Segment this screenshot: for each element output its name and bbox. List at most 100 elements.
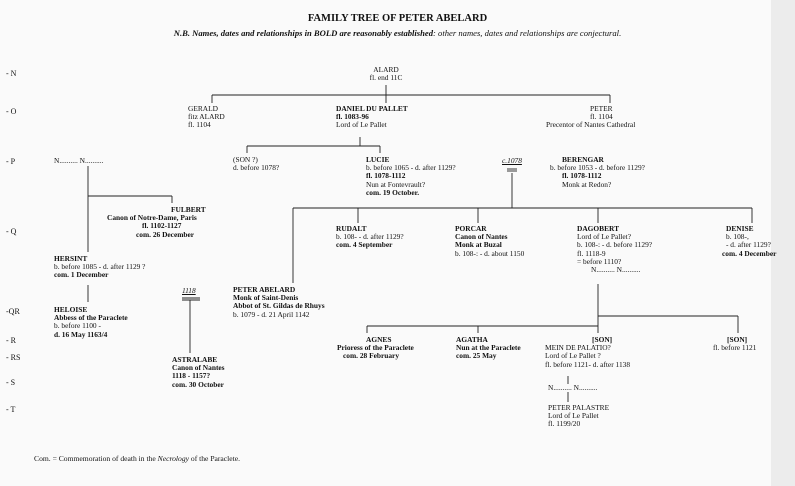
detail: b. before 1053 - d. before 1129? [550,163,645,173]
detail: com. 1 December [54,270,109,280]
person-astralabe: ASTRALABE Canon of Nantes 1118 - 1157? c… [172,355,225,389]
person-heloise: HELOISE Abbess of the Paraclete b. befor… [54,305,128,339]
gen-label-t: - T [6,405,16,414]
name: AGATHA [456,335,488,344]
detail: fl. 1078-1112 [562,171,602,181]
name: FULBERT [171,205,206,214]
detail: b. before 1085 - d. after 1129 ? [54,262,146,272]
person-daniel: DANIEL DU PALLET fl. 1083-96 Lord of Le … [336,104,408,130]
detail: Canon of Nantes [455,232,508,242]
detail: b. 108-, [726,232,749,242]
marriage-date-1118: 1118 [182,286,196,295]
person-peter-precentor: PETER fl. 1104 Precentor of Nantes Cathe… [546,104,636,130]
detail: = before 1110? [577,256,622,266]
name: DANIEL DU PALLET [336,104,408,113]
gen-label-n: - N [6,69,17,78]
person-berengar: BERENGAR b. before 1053 - d. before 1129… [550,155,645,189]
detail: Monk at Buzal [455,240,502,250]
person-fulbert: FULBERT Canon of Notre-Dame, Paris fl. 1… [107,205,206,239]
gen-label-rs: - RS [6,353,21,362]
detail: d. 16 May 1163/4 [54,329,108,339]
detail: b. 1079 - d. 21 April 1142 [233,309,310,319]
name: PETER ABELARD [233,285,296,294]
detail: Canon of Notre-Dame, Paris [107,213,197,223]
detail: b. before 1100 - [54,321,101,331]
person-alard: ALARD fl. end 11C [369,65,403,83]
footnote-suffix: of the Paraclete. [189,454,241,463]
person-peter-palastre: PETER PALASTRE Lord of Le Pallet fl. 119… [548,403,610,429]
gen-label-qr: -QR [6,307,20,316]
page-subtitle: N.B. Names, dates and relationships in B… [0,28,795,38]
detail: Lord of Le Pallet [548,411,599,421]
name: RUDALT [336,224,367,233]
detail: Lord of Le Pallet? [577,232,631,242]
detail: d. before 1078? [233,163,280,173]
person-agnes: AGNES Prioress of the Paraclete com. 28 … [337,335,414,361]
name: DENISE [726,224,754,233]
gen-label-q: - Q [6,227,17,236]
name: HELOISE [54,305,88,314]
person-rudalt: RUDALT b. 108- - d. after 1129? com. 4 S… [336,224,404,250]
name: [SON] [592,335,613,344]
person-gerald: GERALD fitz ALARD fl. 1104 [188,104,225,130]
detail: - d. after 1129? [726,240,771,250]
name: BERENGAR [562,155,604,164]
gen-label-o: - O [6,107,17,116]
detail: com. 4 September [336,240,393,250]
detail: Nun at Fontevrault? [366,179,426,189]
gen-label-p: - P [6,157,16,166]
detail: fl. end 11C [369,73,403,83]
person-agatha: AGATHA Nun at the Paraclete com. 25 May [456,335,521,361]
detail: b. before 1065 - d. after 1129? [366,163,456,173]
unknown-parents-bottom: N.......... N.......... [548,383,598,392]
detail: Lord of Le Pallet [336,120,387,130]
detail: Monk of Saint-Denis [233,293,299,303]
page-title: FAMILY TREE OF PETER ABELARD [307,13,488,24]
detail: N.......... N.......... [591,265,641,275]
detail: Prioress of the Paraclete [337,343,414,353]
detail: fl. 1104 [188,120,211,130]
name: PETER PALASTRE [548,403,610,412]
detail: Abbot of St. Gildas de Rhuys [233,301,325,311]
subtitle-rest: : other names, dates and relationships a… [433,28,622,38]
subtitle-bold: N.B. Names, dates and relationships in B… [173,28,434,38]
detail: fl. 1118-9 [577,248,606,258]
gen-label-s: - S [6,378,16,387]
detail: fl. before 1121 [713,343,757,353]
name: [SON] [727,335,748,344]
name: PORCAR [455,224,487,233]
name: LUCIE [366,155,390,164]
person-lucie: LUCIE b. before 1065 - d. after 1129? fl… [366,155,456,197]
detail: b. 108-: - d. before 1129? [577,240,653,250]
detail: fl. 1102-1127 [142,221,182,231]
person-son-mein: [SON] MEIN DE PALATIO? Lord of Le Pallet… [545,335,630,369]
detail: com. 28 February [343,351,400,361]
person-dagobert: DAGOBERT Lord of Le Pallet? b. 108-: - d… [577,224,653,275]
person-denise: DENISE b. 108-, - d. after 1129? com. 4 … [722,224,776,258]
detail: 1118 - 1157? [172,371,211,381]
detail: b. 108-: - d. about 1150 [455,248,525,258]
name: DAGOBERT [577,224,620,233]
name: PETER [590,104,613,113]
detail: Monk at Redon? [562,179,612,189]
person-hersint: HERSINT b. before 1085 - d. after 1129 ?… [54,254,146,280]
footnote-italic: Necrology [157,454,190,463]
detail: fl. 1104 [590,112,613,122]
detail: com. 25 May [456,351,497,361]
detail: Precentor of Nantes Cathedral [546,120,636,130]
footnote-prefix: Com. = Commemoration of death in the [34,454,158,463]
person-peter-abelard: PETER ABELARD Monk of Saint-Denis Abbot … [233,285,325,319]
footnote: Com. = Commemoration of death in the Nec… [34,454,241,463]
detail: com. 26 December [136,229,195,239]
name: HERSINT [54,254,88,263]
detail: Canon of Nantes [172,363,225,373]
detail: Abbess of the Paraclete [54,313,128,323]
name: AGNES [366,335,392,344]
person-son-unknown: (SON ?) d. before 1078? [233,155,280,173]
detail: fl. 1078-1112 [366,171,406,181]
name: (SON ?) [233,155,258,164]
marriage-date-1078: c.1078 [502,156,522,165]
gen-label-r: - R [6,336,16,345]
name: ASTRALABE [172,355,218,364]
